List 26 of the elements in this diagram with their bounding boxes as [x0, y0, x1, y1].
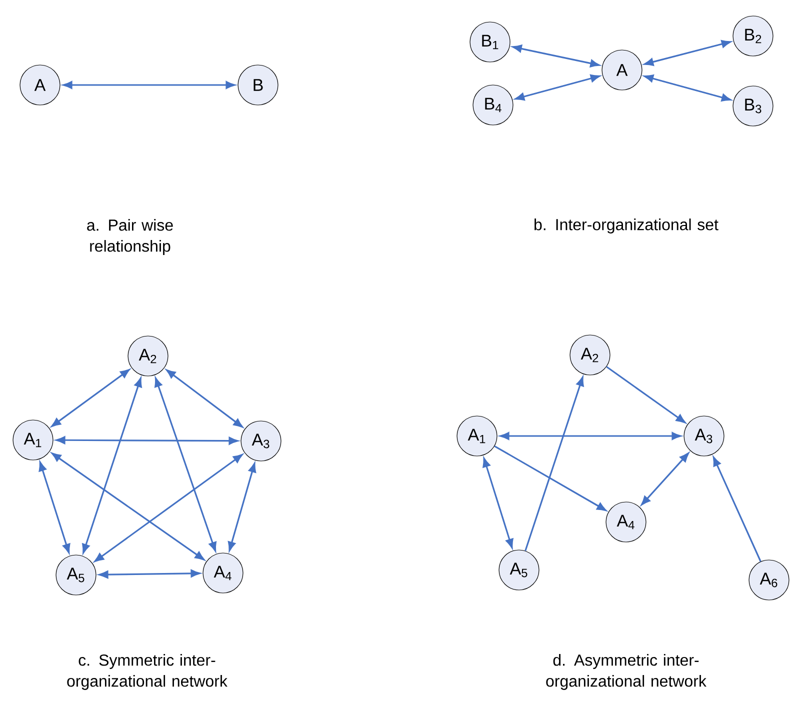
- arrow: [51, 369, 130, 427]
- arrow: [641, 452, 689, 506]
- arrow: [38, 462, 70, 554]
- arrow: [94, 454, 243, 562]
- arrow: [62, 81, 236, 89]
- arrow: [644, 40, 731, 66]
- caption: b. Inter-organizational set: [534, 218, 718, 234]
- arrow: [482, 458, 514, 548]
- arrow: [644, 74, 732, 102]
- arrow: [98, 570, 200, 578]
- arrow: [166, 369, 243, 428]
- arrow: [82, 378, 142, 554]
- arrow: [712, 456, 762, 562]
- caption: a. Pair wise relationship: [87, 219, 173, 255]
- arrow: [524, 376, 584, 551]
- arrow: [606, 366, 686, 424]
- arrow: [500, 432, 682, 440]
- arrow: [494, 445, 606, 511]
- caption: d. Asymmetric inter-organizational network: [546, 654, 706, 690]
- arrow: [514, 74, 600, 101]
- arrow: [154, 378, 216, 552]
- arrow: [56, 436, 238, 445]
- arrow: [512, 44, 600, 68]
- arrow: [52, 452, 204, 560]
- arrow: [228, 462, 256, 552]
- caption: c. Symmetric inter-organizational network: [67, 654, 228, 690]
